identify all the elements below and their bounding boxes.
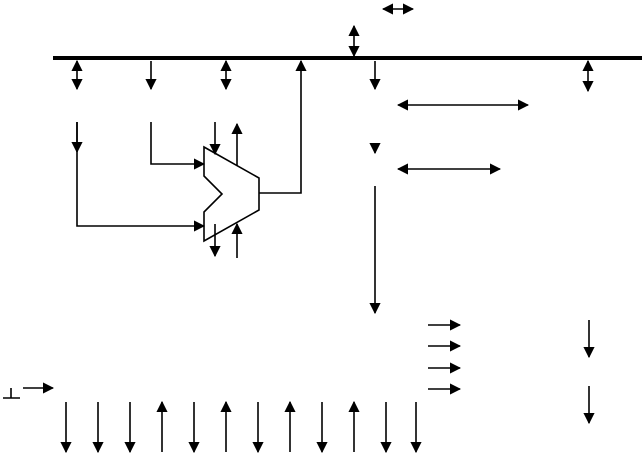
- alu-input-b: [76, 122, 206, 232]
- alu: [203, 145, 260, 243]
- alu-output-to-bus: [259, 59, 307, 194]
- alu-input-a: [150, 122, 206, 170]
